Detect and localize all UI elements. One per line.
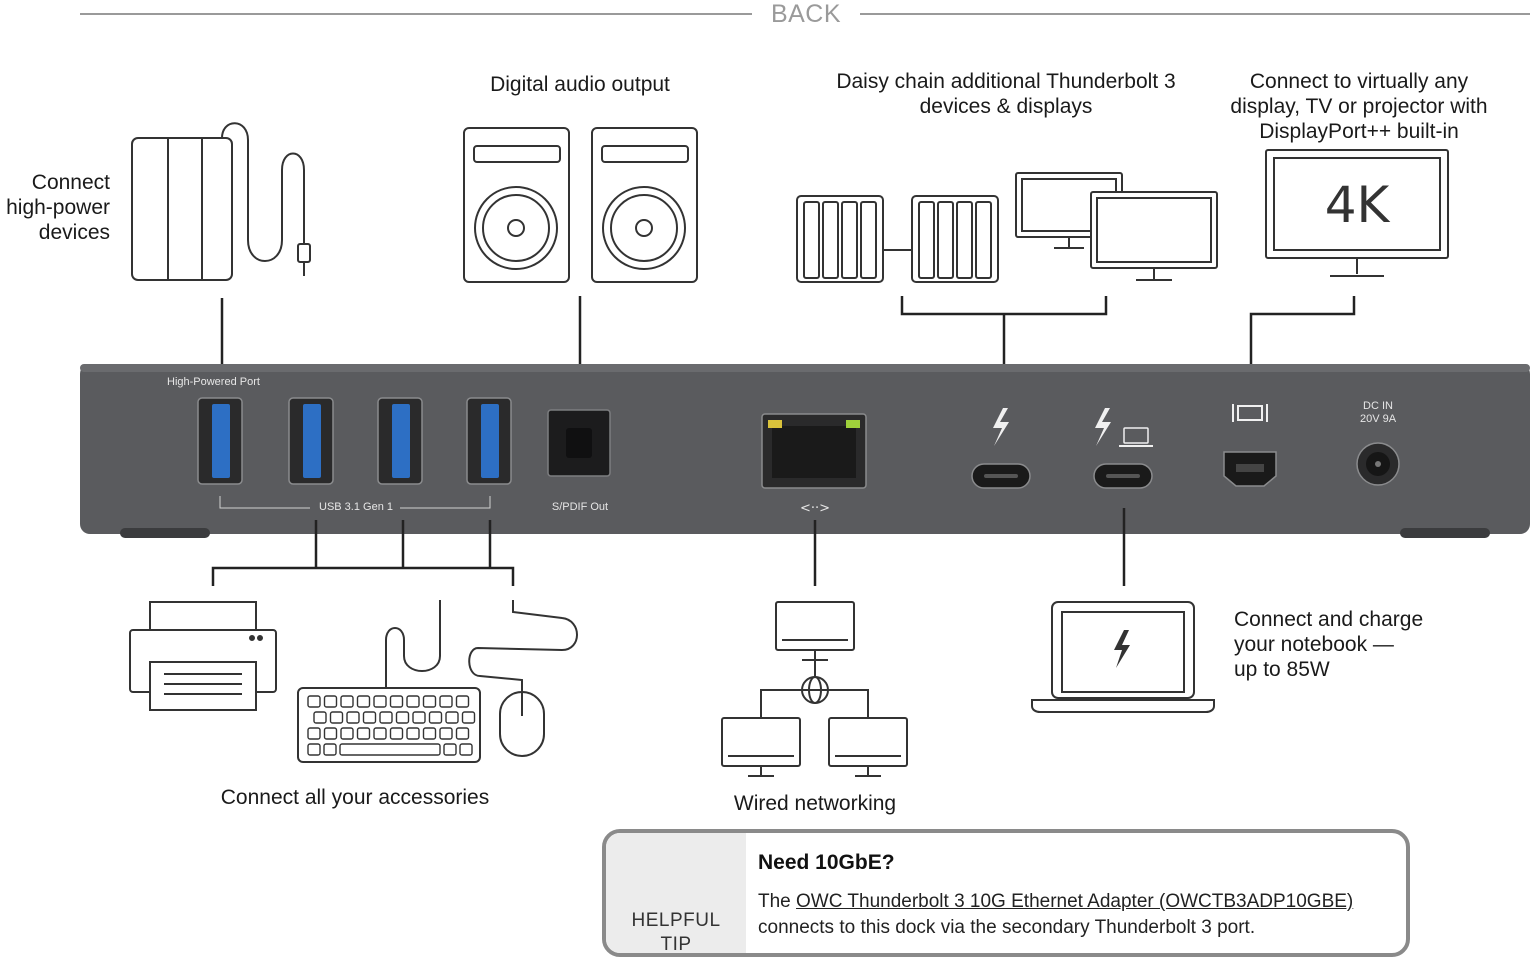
keyboard-key [313,711,327,724]
thunderbolt-port-2 [1093,408,1153,489]
high-powered-port-label: High-Powered Port [167,376,260,388]
keyboard-key [346,711,360,724]
callout-notebook-line-1: Connect and charge [1234,608,1424,631]
callout-daisy: Daisy chain additional Thunderbolt 3 dev… [820,69,1192,119]
keyboard-key [422,695,437,708]
callout-daisy-line-1: Daisy chain additional Thunderbolt 3 [836,70,1176,93]
tip-adapter-link[interactable]: OWC Thunderbolt 3 10G Ethernet Adapter (… [796,891,1354,912]
keyboard-key [329,711,344,724]
thunderbolt-port-1 [971,408,1031,489]
dc-in-label-line-1: DC IN [1363,400,1393,412]
keyboard-key [439,727,453,740]
usb-port-2 [288,397,334,485]
helpful-tip-sidebar [606,833,746,953]
speakers-icon [463,127,698,283]
tip-body-prefix: The [758,891,797,912]
usb-port-3 [377,397,423,485]
spdif-shutter [566,428,592,458]
tip-body-suffix: connects to this dock via the secondary … [758,917,1256,938]
dc-in-port [1356,442,1400,486]
keyboard-key [356,727,371,740]
printer-icon [129,601,277,711]
keyboard-key [379,711,393,724]
callout-display-line-1: Connect to virtually any [1249,70,1469,93]
usb-label: USB 3.1 Gen 1 [319,501,393,513]
keyboard-key [307,695,321,708]
mini-displayport [1223,404,1277,487]
keyboard-key [373,727,387,740]
network-computers-icon [721,601,908,777]
keyboard-key [362,711,377,724]
keyboard-key [459,743,473,756]
callout-high-power-line-3: devices [38,221,110,244]
callout-network: Wired networking [733,792,897,815]
keyboard-keys [307,695,476,756]
helpful-tip-box: HELPFUL TIP Need 10GbE? The OWC Thunderb… [602,829,1410,957]
spdif-label: S/PDIF Out [551,501,609,513]
tip-title: Need 10GbE? [758,851,895,874]
dc-in-label-line-2: 20V 9A [1359,413,1397,425]
keyboard-key [307,727,321,740]
usb-ports [197,397,512,509]
keyboard-key [323,727,338,740]
callout-daisy-line-2: devices & displays [919,95,1093,118]
displays-icon [1015,172,1218,281]
keyboard-key [356,695,371,708]
keyboard-key [422,727,437,740]
keyboard-key [443,743,457,756]
callout-high-power-line-1: Connect [31,171,110,194]
keyboard-key [389,695,404,708]
keyboard-key [323,743,337,756]
mouse-icon [468,600,578,757]
callout-accessories: Connect all your accessories [220,786,490,809]
monitor-4k-badge: 4K [1324,176,1390,234]
keyboard-key [406,727,420,740]
keyboard-key [439,695,453,708]
keyboard-key [428,711,443,724]
helpful-tip-label-1: HELPFUL [631,910,721,931]
network-arrow-icon: <··> [800,501,830,516]
callout-display-line-3: DisplayPort++ built-in [1259,120,1459,143]
helpful-tip-label-2: TIP [660,934,692,955]
keyboard-key [461,711,476,724]
callout-display-line-2: display, TV or projector with [1230,95,1488,118]
raid-drives-icon [796,195,999,283]
keyboard-key [455,727,470,740]
keyboard-key [339,743,441,756]
callout-notebook: Connect and charge your notebook — up to… [1234,607,1474,682]
keyboard-key [395,711,410,724]
keyboard-key [373,695,387,708]
4k-monitor-icon [1265,149,1449,277]
header-title: BACK [770,0,842,28]
keyboard-key [412,711,426,724]
keyboard-key [307,743,321,756]
keyboard-key [455,695,470,708]
callout-notebook-line-3: up to 85W [1234,658,1330,681]
usb-port-4 [466,397,512,485]
callout-notebook-line-2: your notebook — [1234,633,1394,656]
keyboard-key [340,727,354,740]
keyboard-key [340,695,354,708]
keyboard-key [323,695,338,708]
power-bank-icon [131,122,311,281]
usb-port-1 [197,397,243,485]
callout-display: Connect to virtually any display, TV or … [1212,69,1506,144]
dc-in-label: DC IN 20V 9A [1348,400,1408,426]
laptop-icon [1031,601,1215,713]
tip-body: The OWC Thunderbolt 3 10G Ethernet Adapt… [758,889,1398,941]
callout-high-power-line-2: high-power [6,196,110,219]
callout-high-power: Connect high-power devices [0,170,110,245]
keyboard-key [389,727,404,740]
ethernet-port [761,413,867,489]
keyboard-key [406,695,420,708]
connector-lines-bottom [211,508,1126,586]
callout-audio: Digital audio output [490,73,670,96]
keyboard-key [445,711,459,724]
